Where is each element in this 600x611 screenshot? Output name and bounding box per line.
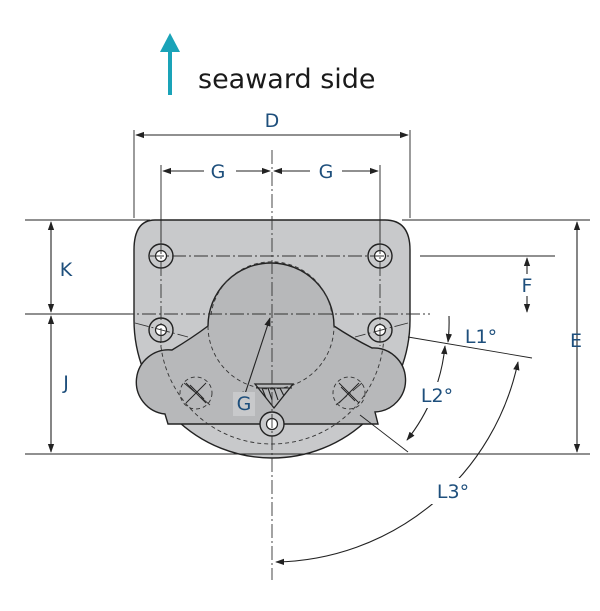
dimension-g-left-label: G <box>211 161 226 183</box>
dimension-d-label: D <box>265 110 280 132</box>
hidden-hole-left <box>179 376 213 410</box>
dimension-g-radial-label: G <box>237 393 252 415</box>
angle-l3-label: L3° <box>437 481 469 503</box>
dimension-g-right-label: G <box>319 161 334 183</box>
angle-l2-label: L2° <box>421 385 453 407</box>
dimension-e-label: E <box>570 330 582 352</box>
up-arrow-icon <box>160 33 180 95</box>
dimension-f-label: F <box>522 275 533 297</box>
dimension-k-label: K <box>60 259 73 281</box>
dimension-j-label: J <box>62 372 69 394</box>
direction-label: seaward side <box>198 64 376 95</box>
angle-l1-label: L1° <box>465 326 497 348</box>
